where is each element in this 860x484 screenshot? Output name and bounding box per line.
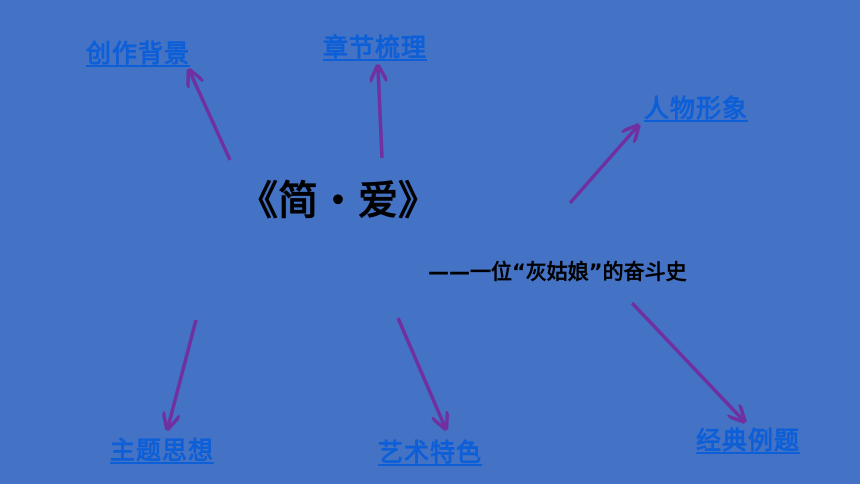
arrow-to-theme [168,319,198,427]
arrow-to-exercises [630,301,743,420]
link-exercises[interactable]: 经典例题 [696,426,801,455]
arrow-to-characters [568,127,637,205]
arrow-to-background [190,72,232,161]
link-theme[interactable]: 主题思想 [110,436,215,465]
book-subtitle: ——一位“灰姑娘”的奋斗史 [428,260,687,284]
book-title: 《简・爱》 [238,178,438,224]
link-background[interactable]: 创作背景 [86,39,191,68]
link-art[interactable]: 艺术特色 [378,438,483,467]
link-characters[interactable]: 人物形象 [644,94,749,123]
arrow-to-art [396,317,445,427]
link-chapters[interactable]: 章节梳理 [323,33,428,62]
arrow-to-chapters [378,68,382,159]
